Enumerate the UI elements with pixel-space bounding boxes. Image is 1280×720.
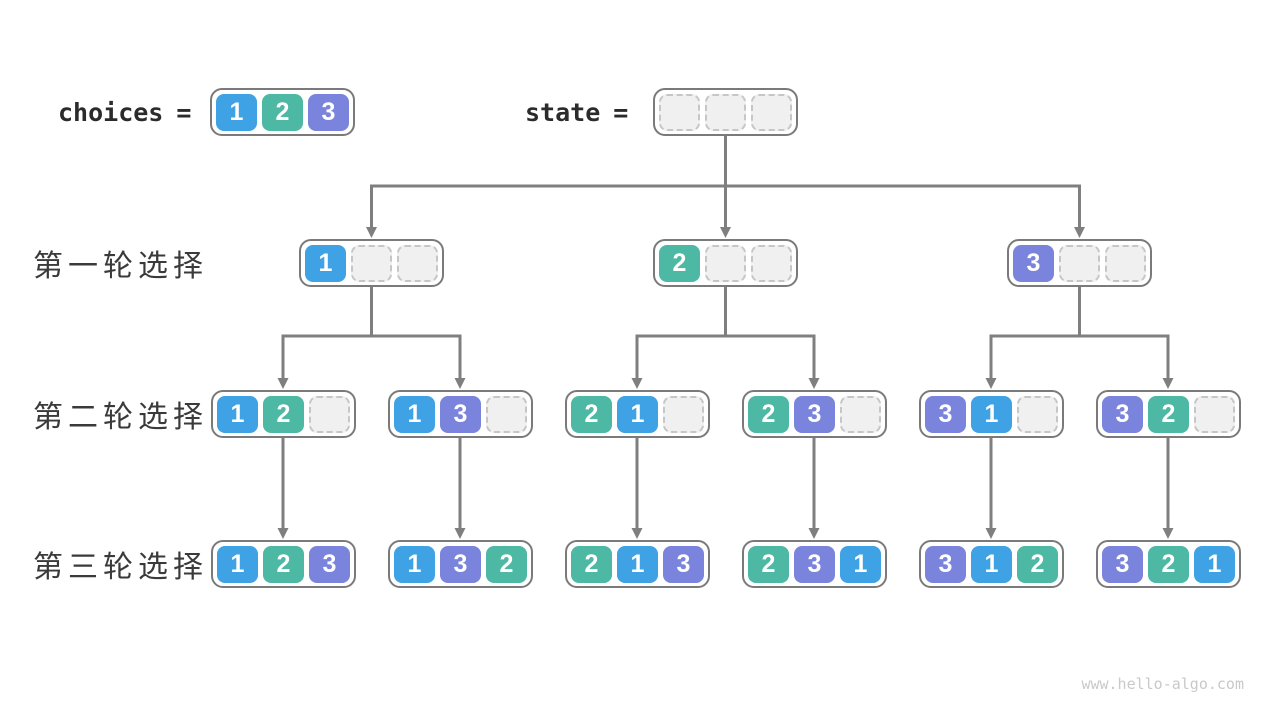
tree-node-r3-0: 1 2 3 — [211, 540, 356, 588]
tree-node-r2-2: 2 1 — [565, 390, 710, 438]
tree-node-r2-0: 1 2 — [211, 390, 356, 438]
choices-cell: 3 — [308, 93, 349, 131]
array-cell: 1 — [217, 545, 258, 583]
array-cell: 1 — [617, 545, 658, 583]
array-cell — [663, 395, 704, 433]
array-cell: 3 — [1102, 545, 1143, 583]
state-cell — [659, 93, 700, 131]
array-cell: 3 — [440, 545, 481, 583]
array-cell — [351, 244, 392, 282]
array-cell — [309, 395, 350, 433]
array-cell: 1 — [971, 395, 1012, 433]
choices-cell: 2 — [262, 93, 303, 131]
array-cell: 2 — [1148, 395, 1189, 433]
array-cell — [397, 244, 438, 282]
tree-node-r3-1: 1 3 2 — [388, 540, 533, 588]
choices-label: choices — [58, 97, 164, 127]
array-cell: 2 — [263, 395, 304, 433]
array-cell: 3 — [925, 395, 966, 433]
array-cell: 2 — [263, 545, 304, 583]
array-cell: 3 — [1102, 395, 1143, 433]
choices-expression: choices = — [58, 88, 191, 136]
array-cell: 2 — [1148, 545, 1189, 583]
array-cell — [1017, 395, 1058, 433]
array-cell: 1 — [1194, 545, 1235, 583]
array-cell: 2 — [659, 244, 700, 282]
array-cell — [705, 244, 746, 282]
array-cell: 3 — [440, 395, 481, 433]
array-cell: 2 — [486, 545, 527, 583]
state-expression: state = — [525, 88, 628, 136]
array-cell: 1 — [840, 545, 881, 583]
array-cell: 1 — [217, 395, 258, 433]
tree-node-r2-1: 1 3 — [388, 390, 533, 438]
array-cell — [486, 395, 527, 433]
choices-cell: 1 — [216, 93, 257, 131]
array-cell: 3 — [663, 545, 704, 583]
array-cell: 1 — [971, 545, 1012, 583]
tree-node-r3-3: 2 3 1 — [742, 540, 887, 588]
state-cell — [705, 93, 746, 131]
tree-node-r2-5: 3 2 — [1096, 390, 1241, 438]
tree-node-r2-4: 3 1 — [919, 390, 1064, 438]
array-cell — [1105, 244, 1146, 282]
state-label: state — [525, 97, 601, 127]
row-label-round-1: 第一轮选择 — [33, 250, 208, 283]
array-cell: 3 — [309, 545, 350, 583]
array-cell: 3 — [1013, 244, 1054, 282]
row-label-round-2: 第二轮选择 — [33, 401, 208, 434]
array-cell: 3 — [794, 545, 835, 583]
state-array — [653, 88, 798, 136]
array-cell: 2 — [748, 545, 789, 583]
array-cell: 1 — [617, 395, 658, 433]
tree-node-r2-3: 2 3 — [742, 390, 887, 438]
state-cell — [751, 93, 792, 131]
equals-sign: = — [176, 97, 192, 127]
array-cell: 1 — [394, 395, 435, 433]
array-cell: 2 — [571, 545, 612, 583]
array-cell: 1 — [394, 545, 435, 583]
array-cell: 3 — [925, 545, 966, 583]
tree-node-r3-2: 2 1 3 — [565, 540, 710, 588]
choices-array: 1 2 3 — [210, 88, 355, 136]
array-cell: 2 — [1017, 545, 1058, 583]
tree-node-r3-4: 3 1 2 — [919, 540, 1064, 588]
equals-sign: = — [613, 97, 629, 127]
tree-node-r3-5: 3 2 1 — [1096, 540, 1241, 588]
array-cell: 1 — [305, 244, 346, 282]
array-cell — [840, 395, 881, 433]
watermark: www.hello-algo.com — [1081, 675, 1244, 693]
array-cell: 3 — [794, 395, 835, 433]
row-label-round-3: 第三轮选择 — [33, 551, 208, 584]
tree-node-r1-0: 1 — [299, 239, 444, 287]
tree-node-r1-1: 2 — [653, 239, 798, 287]
array-cell: 2 — [571, 395, 612, 433]
array-cell: 2 — [748, 395, 789, 433]
tree-node-r1-2: 3 — [1007, 239, 1152, 287]
array-cell — [1194, 395, 1235, 433]
array-cell — [1059, 244, 1100, 282]
array-cell — [751, 244, 792, 282]
